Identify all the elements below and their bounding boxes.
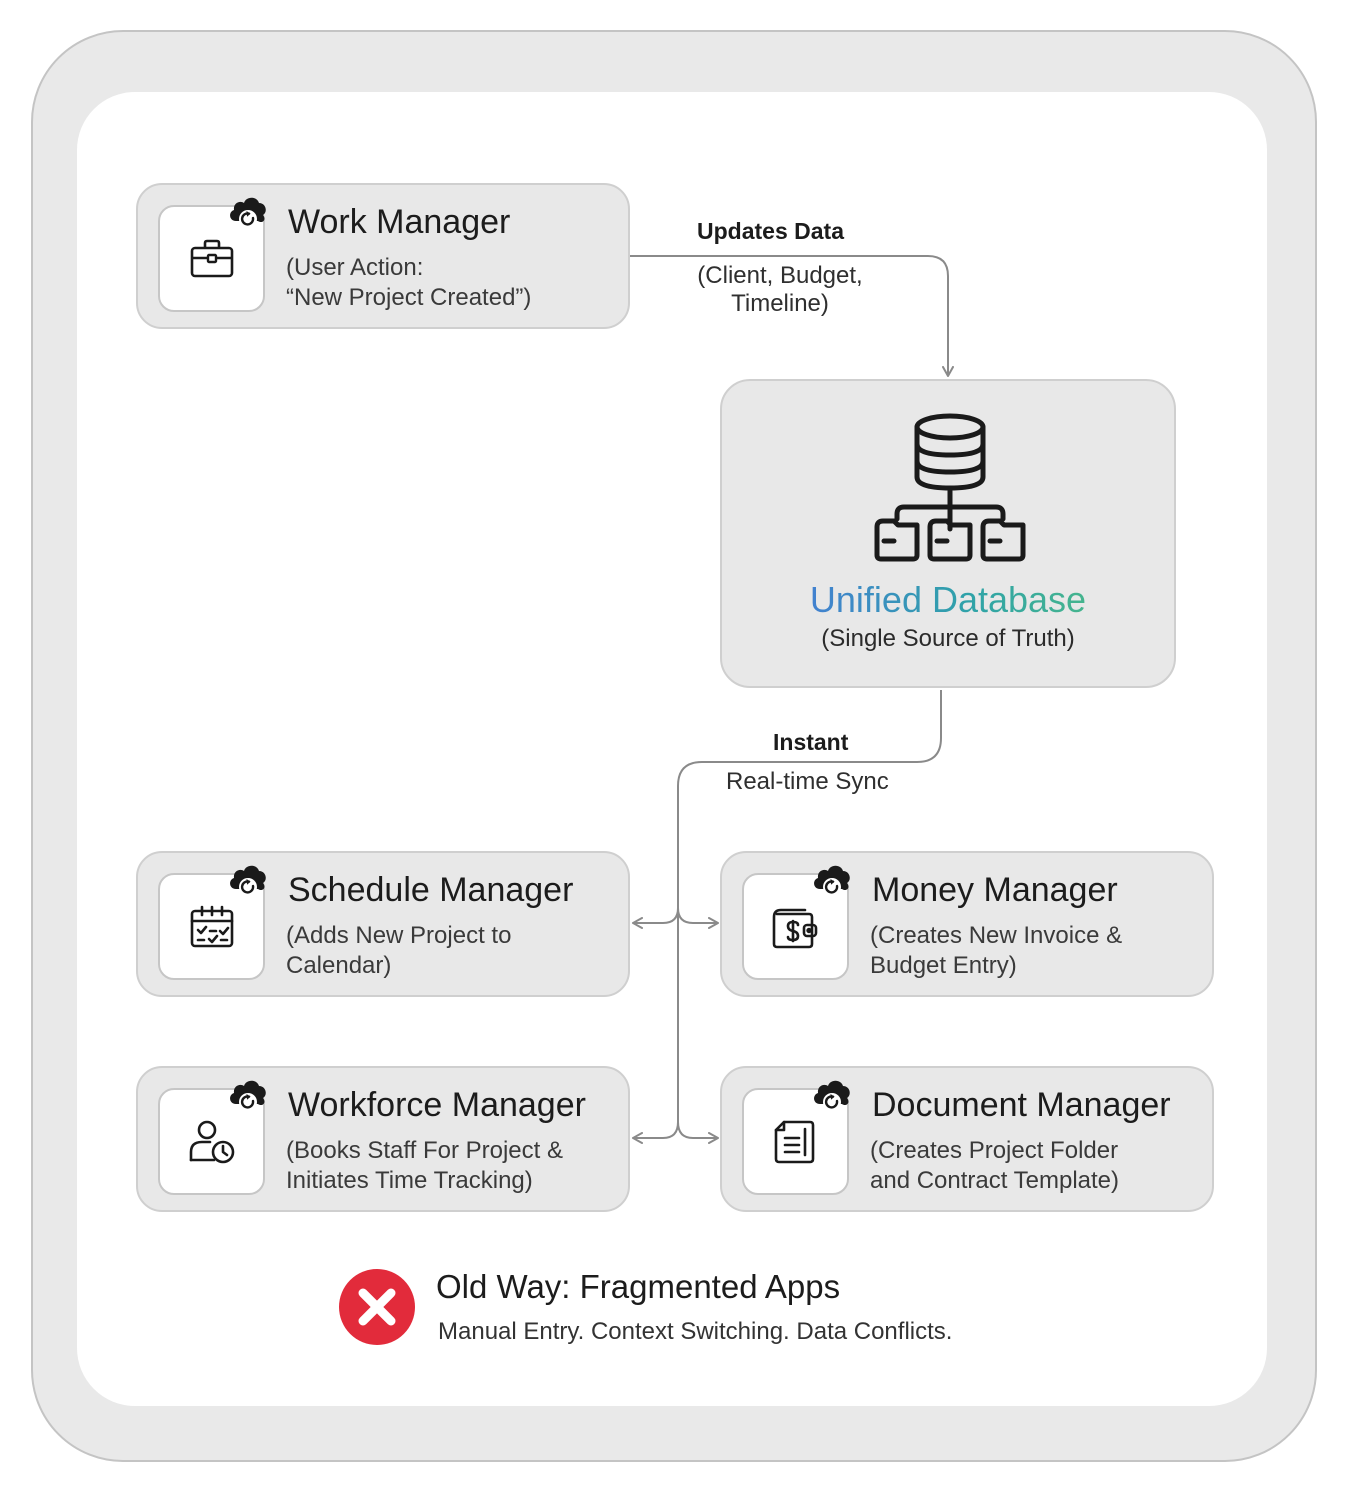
money-manager-card: Money Manager (Creates New Invoice & Bud…: [720, 851, 1214, 997]
database-hierarchy-icon: [874, 413, 1026, 562]
old-way-title: Old Way: Fragmented Apps: [436, 1268, 841, 1305]
work-manager-card: Work Manager (User Action: “New Project …: [136, 183, 630, 329]
database-subtitle: (Single Source of Truth): [821, 625, 1075, 652]
cloud-sync-icon: [810, 859, 854, 899]
cloud-sync-icon: [226, 191, 270, 231]
cloud-sync-icon: [226, 859, 270, 899]
connector-to-schedule: [632, 907, 679, 929]
money-manager-desc: (Creates New Invoice & Budget Entry): [870, 922, 1123, 979]
sync-label: Instant: [773, 729, 849, 755]
schedule-manager-desc: (Adds New Project to Calendar): [286, 922, 512, 979]
connector-work-to-database: [630, 255, 954, 377]
updates-data-label: Updates Data: [697, 218, 844, 244]
briefcase-icon: [190, 239, 233, 277]
work-manager-desc: (User Action: “New Project Created”): [286, 254, 532, 311]
cloud-sync-icon: [226, 1074, 270, 1114]
workforce-manager-title: Workforce Manager: [288, 1086, 586, 1124]
connector-to-money: [677, 907, 719, 929]
document-manager-desc: (Creates Project Folder and Contract Tem…: [870, 1137, 1120, 1194]
wallet-dollar-icon: [772, 908, 817, 948]
database-title: Unified Database: [722, 579, 1174, 621]
workforce-manager-card: Workforce Manager (Books Staff For Proje…: [136, 1066, 630, 1212]
document-manager-card: Document Manager (Creates Project Folder…: [720, 1066, 1214, 1212]
connector-database-sync: [677, 690, 942, 1125]
calendar-check-icon: [190, 905, 233, 947]
work-manager-title: Work Manager: [288, 203, 511, 241]
connector-to-document: [677, 1121, 719, 1144]
schedule-manager-card: Schedule Manager (Adds New Project to Ca…: [136, 851, 630, 997]
document-icon: [774, 1120, 814, 1163]
schedule-manager-title: Schedule Manager: [288, 871, 574, 909]
document-manager-title: Document Manager: [872, 1086, 1171, 1124]
updates-data-detail: (Client, Budget, Timeline): [697, 262, 863, 317]
person-clock-icon: [189, 1120, 234, 1163]
money-manager-title: Money Manager: [872, 871, 1118, 909]
connector-to-workforce: [632, 1121, 679, 1144]
sync-subtitle: Real-time Sync: [726, 768, 889, 795]
workforce-manager-desc: (Books Staff For Project & Initiates Tim…: [286, 1137, 563, 1194]
cloud-sync-icon: [810, 1074, 854, 1114]
red-x-icon: [339, 1269, 415, 1345]
unified-database-card: Unified Database (Single Source of Truth…: [720, 379, 1176, 688]
old-way-desc: Manual Entry. Context Switching. Data Co…: [438, 1318, 953, 1345]
